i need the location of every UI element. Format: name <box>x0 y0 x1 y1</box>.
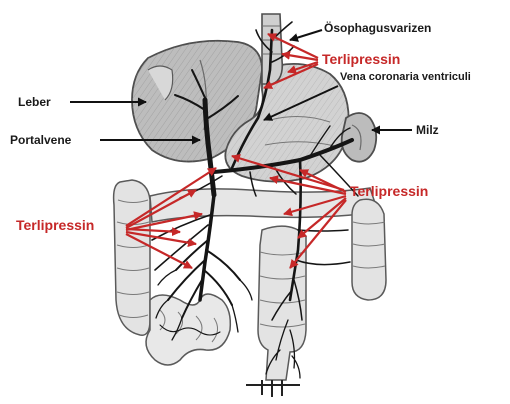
arrow-oesophagusvarizen <box>290 30 322 40</box>
ascending-colon <box>114 180 150 335</box>
label-portalvene: Portalvene <box>10 134 71 146</box>
label-vena-coronaria: Vena coronaria ventriculi <box>340 72 471 83</box>
label-terlipressin-top: Terlipressin <box>322 52 400 66</box>
label-oesophagusvarizen: Ösophagusvarizen <box>324 22 431 34</box>
descending-colon <box>352 199 386 300</box>
spleen <box>342 113 377 162</box>
label-milz: Milz <box>416 124 439 136</box>
label-leber: Leber <box>18 96 51 108</box>
label-terlipressin-right: Terlipressin <box>350 184 428 198</box>
label-terlipressin-left: Terlipressin <box>16 218 94 232</box>
